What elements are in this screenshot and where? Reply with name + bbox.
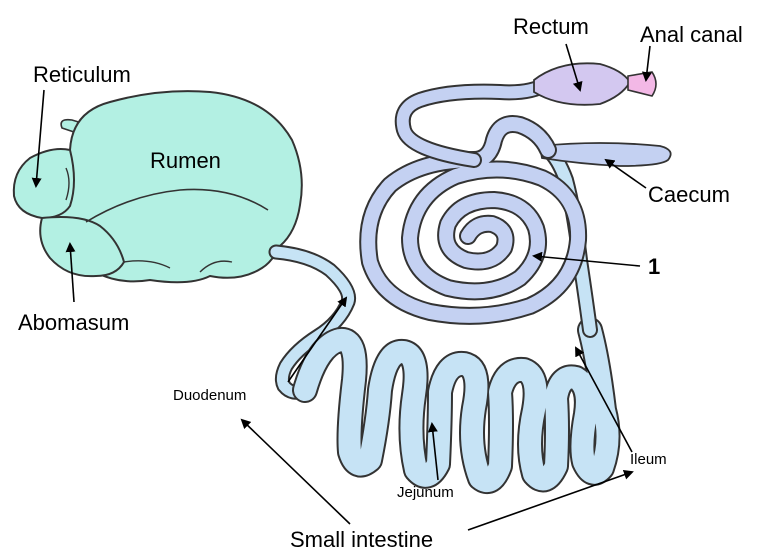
small-intestine-arrow-left [242,420,350,524]
marker-1-label: 1 [648,256,660,278]
spiral-colon [368,84,578,316]
caecum-label: Caecum [648,184,730,206]
rectum-label: Rectum [513,16,589,38]
reticulum-label: Reticulum [33,64,131,86]
abomasum-label: Abomasum [18,312,129,334]
small-intestine-label: Small intestine [290,529,433,551]
rectum-body [534,63,630,104]
jejunum-label: Jejunum [397,485,454,500]
rectum-group [534,63,656,104]
rumen-label: Rumen [150,150,221,172]
stomach [14,91,349,392]
anal-canal-label: Anal canal [640,24,743,46]
duodenum-label: Duodenum [173,388,246,403]
reticulum-body [14,149,74,218]
anal-canal-body [628,72,656,96]
ileum-label: Ileum [630,452,667,467]
